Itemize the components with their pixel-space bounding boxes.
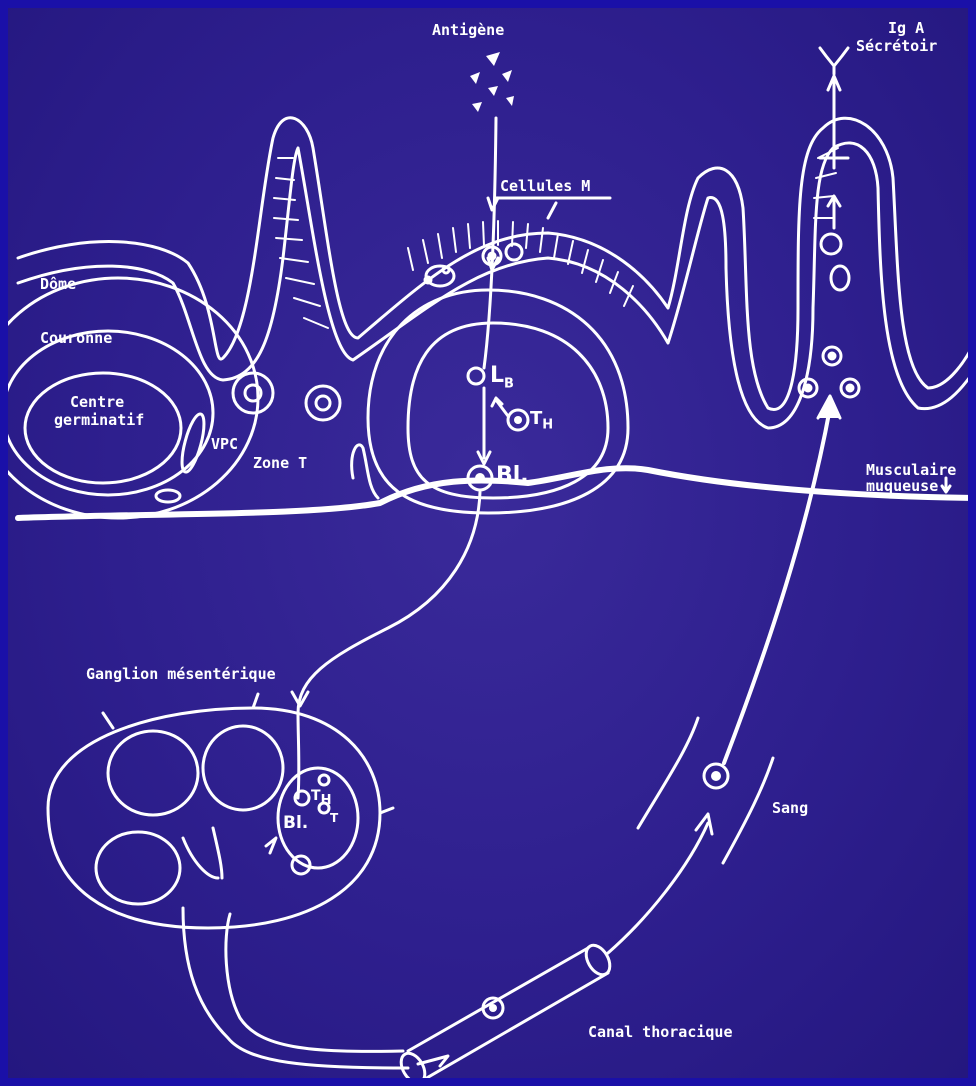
node-follicle-1 bbox=[108, 731, 198, 815]
zone-t-marker bbox=[352, 445, 378, 498]
node-follicle-2 bbox=[203, 726, 283, 810]
blood-to-villus-arrow bbox=[724, 408, 830, 763]
dome-label: Dôme bbox=[40, 276, 76, 293]
duct-to-blood-arrow bbox=[608, 823, 708, 953]
gut-immune-diagram bbox=[8, 8, 976, 1086]
antigen-label: Antigène bbox=[432, 22, 504, 39]
lb-to-bl-arrow bbox=[478, 388, 490, 464]
th-label: TH bbox=[530, 408, 553, 433]
crypts bbox=[233, 373, 340, 420]
bl-to-node-path bbox=[298, 492, 480, 798]
blood-vessel bbox=[638, 718, 773, 863]
vpc-cell bbox=[178, 412, 209, 474]
small-vessel bbox=[156, 490, 180, 502]
vpc-label: VPC bbox=[211, 436, 238, 453]
iga-symbol bbox=[820, 48, 848, 74]
m-cells-label: Cellules M bbox=[500, 178, 590, 195]
bl-label: Bl. bbox=[496, 463, 529, 488]
centre-label-line2: germinatif bbox=[54, 412, 144, 429]
centre-label-line1: Centre bbox=[70, 394, 124, 411]
epithelium-cells bbox=[274, 148, 838, 328]
lb-label: LB bbox=[490, 363, 514, 391]
node-bl-label: Bl. bbox=[283, 813, 308, 833]
dome-follicle-outer bbox=[8, 278, 258, 518]
thoracic-duct-label: Canal thoracique bbox=[588, 1024, 733, 1041]
zone-t-label: Zone T bbox=[253, 455, 307, 472]
node-follicle-3 bbox=[96, 832, 180, 904]
couronne-label: Couronne bbox=[40, 330, 112, 347]
iga-arrow bbox=[828, 196, 840, 228]
iga-label-line1: Ig A bbox=[888, 20, 924, 37]
antigen-particles bbox=[470, 52, 514, 112]
lb-cell bbox=[468, 368, 484, 384]
thoracic-duct bbox=[408, 948, 608, 1083]
blood-label: Sang bbox=[772, 800, 808, 817]
node-th-label: TH bbox=[311, 788, 331, 808]
efferent-vessel bbox=[183, 908, 408, 1068]
muscularis-label-line2: muqueuse bbox=[866, 478, 938, 495]
node-t-label: T bbox=[330, 811, 338, 825]
iga-label-line2: Sécrétoir bbox=[856, 38, 937, 55]
lymph-node-label: Ganglion mésentérique bbox=[86, 666, 276, 683]
th-to-lb-arrow bbox=[492, 398, 508, 416]
